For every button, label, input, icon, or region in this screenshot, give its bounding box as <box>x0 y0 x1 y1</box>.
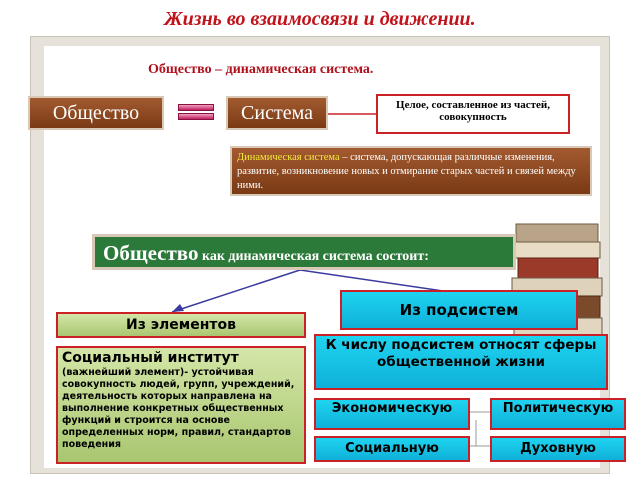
institute-text: (важнейший элемент)- устойчивая совокупн… <box>62 367 295 450</box>
system-definition-box: Целое, составленное из частей, совокупно… <box>376 94 570 134</box>
society-box: Общество <box>28 96 164 130</box>
sphere-political: Политическую <box>490 398 626 430</box>
system-box: Система <box>226 96 328 130</box>
elements-box: Из элементов <box>56 312 306 338</box>
spheres-heading-box: К числу подсистем относят сферы обществе… <box>314 334 608 390</box>
page-subtitle: Общество – динамическая система. <box>148 62 374 77</box>
subsystems-box: Из подсистем <box>340 290 578 330</box>
consists-small: как динамическая система состоит: <box>198 249 429 264</box>
sphere-spiritual: Духовную <box>490 436 626 462</box>
sphere-social: Социальную <box>314 436 470 462</box>
dynamic-system-text: – система, допускающая различные изменен… <box>237 152 576 191</box>
dynamic-system-definition: Динамическая система – система, допускаю… <box>230 146 592 196</box>
consists-heading: Общество как динамическая система состои… <box>92 234 516 270</box>
page-title: Жизнь во взаимосвязи и движении. <box>164 8 476 30</box>
equals-sign-icon <box>178 104 214 120</box>
dynamic-system-term: Динамическая система <box>237 152 340 163</box>
sphere-economic: Экономическую <box>314 398 470 430</box>
institute-heading: Социальный институт <box>62 350 239 366</box>
consists-big: Общество <box>103 241 199 265</box>
social-institute-box: Социальный институт (важнейший элемент)-… <box>56 346 306 464</box>
